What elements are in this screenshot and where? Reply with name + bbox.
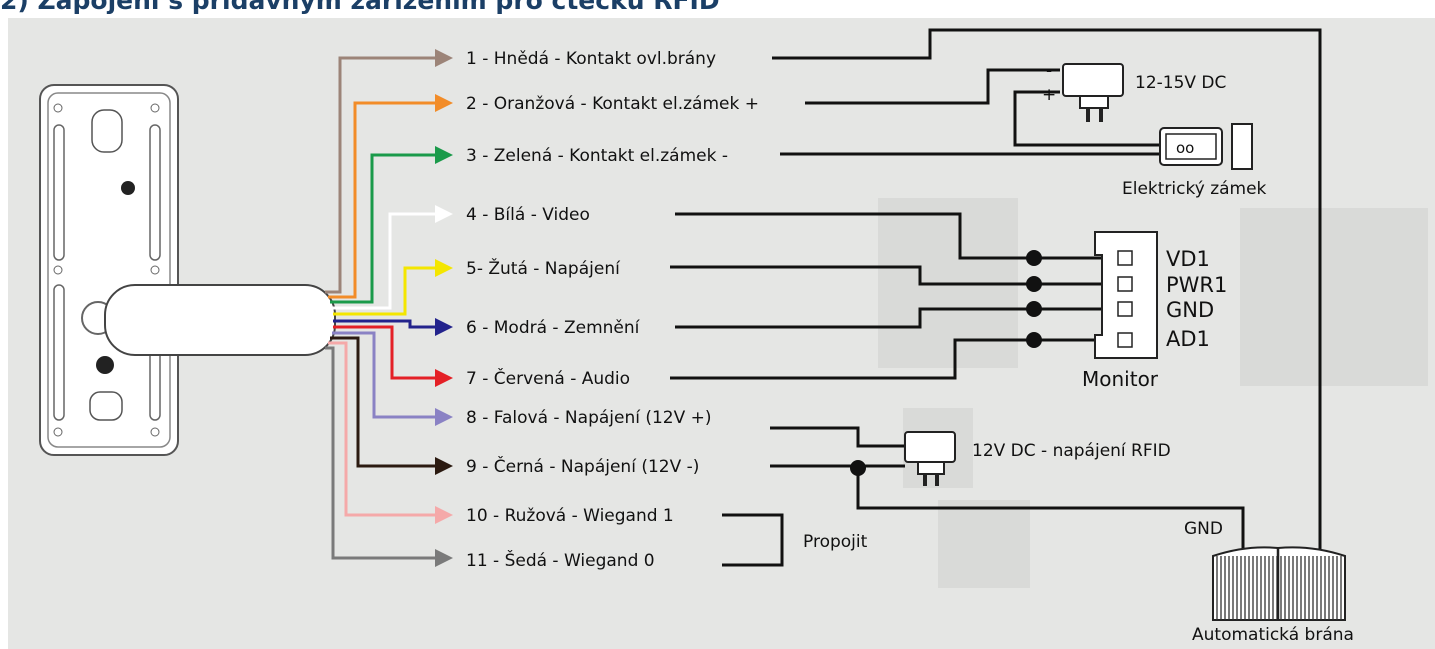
electric-lock-icon — [1159, 123, 1253, 170]
junction-dots — [850, 250, 1042, 476]
lock-window-text: oo — [1176, 139, 1194, 157]
wire-line-10 — [328, 341, 453, 524]
wire-label-1: 1 - Hnědá - Kontakt ovl.brány — [466, 49, 716, 69]
wire-line-7 — [333, 325, 453, 387]
lock-label: Elektrický zámek — [1122, 179, 1267, 199]
wire-label-9: 9 - Černá - Napájení (12V -) — [466, 455, 699, 477]
junction-dot — [1026, 332, 1042, 348]
monitor-pin-gnd: GND — [1166, 298, 1214, 322]
wire-line-5 — [333, 259, 453, 316]
junction-dot — [1026, 250, 1042, 266]
monitor-pin-vd1: VD1 — [1166, 247, 1210, 271]
wire-label-3: 3 - Zelená - Kontakt el.zámek - — [466, 146, 728, 166]
wire-labels: 1 - Hnědá - Kontakt ovl.brány 2 - Oranžo… — [466, 49, 759, 571]
gate-label: Automatická brána — [1192, 625, 1354, 645]
line-psu-plus — [1013, 90, 1160, 147]
monitor-connector — [1094, 231, 1158, 359]
monitor-pin-pwr1: PWR1 — [1166, 273, 1227, 297]
psu-lock-minus: - — [1046, 61, 1052, 81]
wire-line-11 — [325, 346, 453, 567]
monitor-label: Monitor — [1082, 367, 1159, 391]
wire-line-3 — [330, 146, 453, 304]
psu-lock-label: 12-15V DC — [1135, 73, 1226, 93]
junction-dot — [1026, 301, 1042, 317]
wire-label-6: 6 - Modrá - Zemnění — [466, 318, 641, 338]
gnd-label: GND — [1184, 519, 1223, 539]
psu-rfid-label: 12V DC - napájení RFID — [972, 441, 1171, 461]
wire-line-1 — [325, 49, 453, 294]
line-lock-plus — [805, 68, 1060, 105]
line-gnd — [856, 466, 1245, 552]
wire-line-2 — [328, 94, 453, 299]
line-gate-contact — [772, 28, 1322, 552]
wire-lines — [325, 49, 453, 567]
highlight-box-gnd — [938, 500, 1030, 588]
automatic-gate-icon — [1212, 546, 1346, 621]
wire-label-2: 2 - Oranžová - Kontakt el.zámek + — [466, 94, 759, 114]
junction-dot — [1026, 276, 1042, 292]
wire-label-5: 5- Žutá - Napájení — [466, 257, 621, 279]
line-rfid-plus — [770, 426, 905, 448]
connection-lines — [670, 28, 1322, 567]
psu-rfid-icon — [904, 431, 956, 486]
page-title: 2) Zapojení s přídavným zařízením pro čt… — [0, 0, 720, 15]
wire-line-6 — [333, 318, 453, 336]
wire-line-4 — [332, 205, 453, 310]
wire-line-9 — [330, 336, 453, 475]
psu-lock-plus: + — [1042, 85, 1056, 105]
line-ground — [675, 307, 1118, 329]
line-bridge — [722, 513, 784, 567]
highlight-box-right — [1240, 208, 1428, 386]
wire-label-10: 10 - Ružová - Wiegand 1 — [466, 506, 674, 526]
wire-line-8 — [332, 331, 453, 426]
bridge-label: Propojit — [803, 532, 868, 552]
line-power — [670, 265, 1118, 286]
wire-label-4: 4 - Bílá - Video — [466, 205, 590, 225]
junction-dot — [850, 460, 866, 476]
psu-lock-icon — [1062, 63, 1124, 122]
monitor-pin-ad1: AD1 — [1166, 327, 1210, 351]
wire-label-7: 7 - Červená - Audio — [466, 367, 630, 389]
wire-label-8: 8 - Falová - Napájení (12V +) — [466, 408, 712, 428]
wire-label-11: 11 - Šedá - Wiegand 0 — [466, 549, 655, 571]
